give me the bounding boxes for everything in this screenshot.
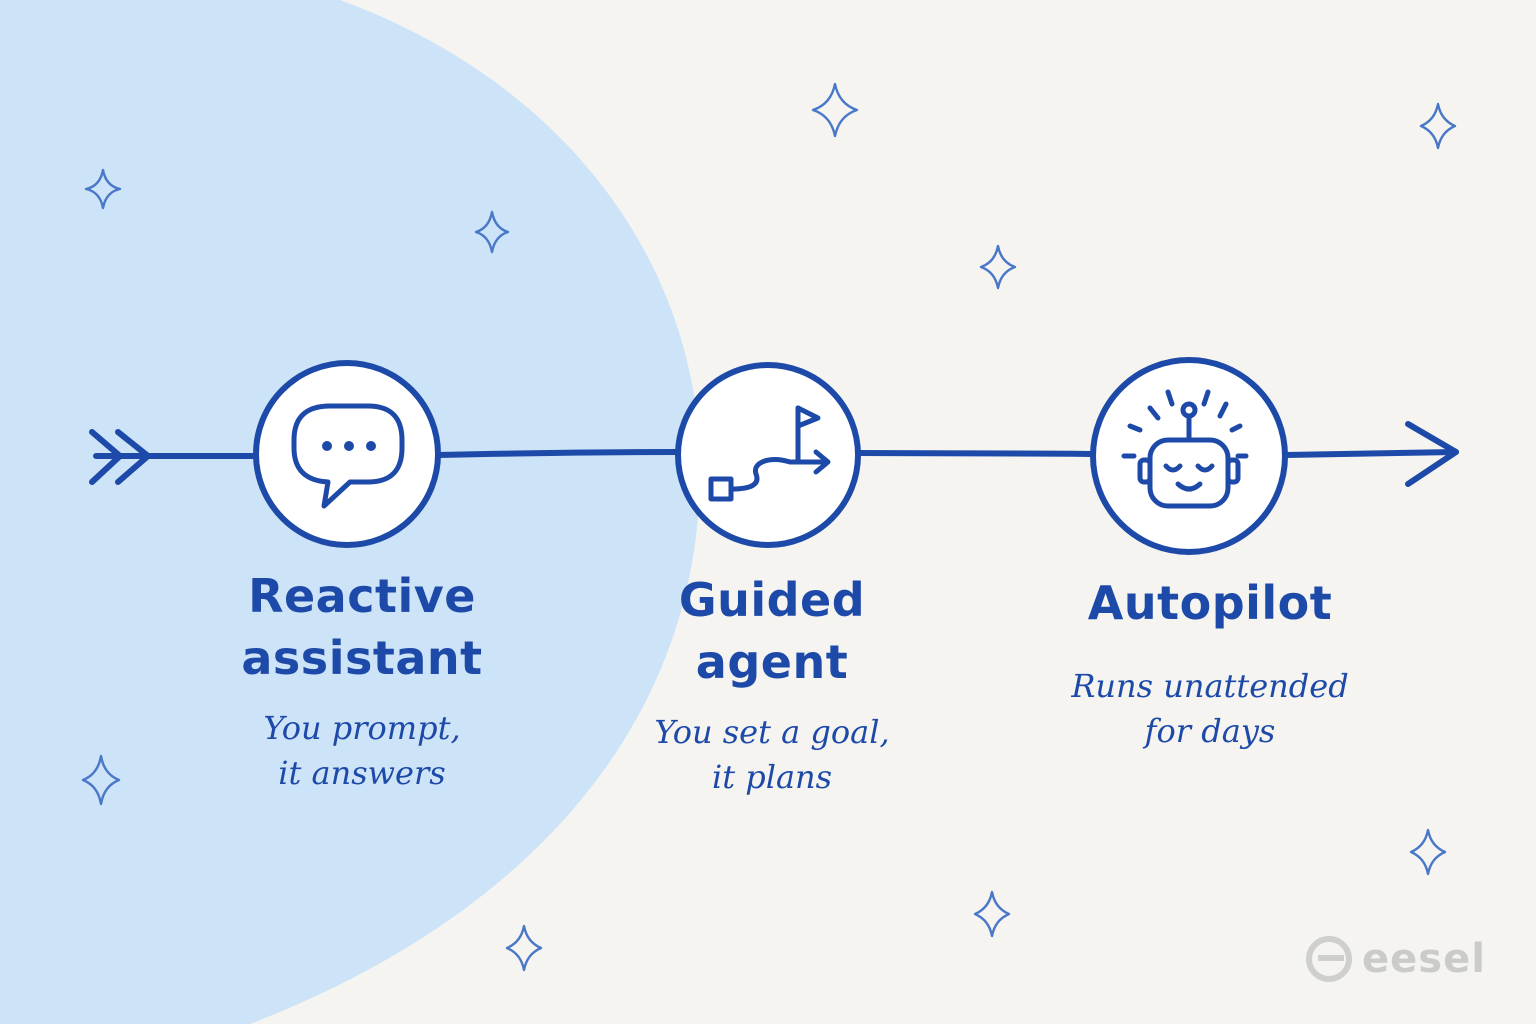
stage-title-line: Reactive	[248, 569, 476, 623]
sparkles	[81, 82, 1457, 972]
stage-node-reactive	[253, 360, 441, 548]
sparkle-icon	[1419, 102, 1457, 150]
sparkle-icon	[474, 210, 510, 254]
brand-logo: eesel	[1306, 936, 1486, 982]
sparkle-icon	[505, 924, 543, 972]
timeline	[89, 421, 1459, 487]
stage-desc-line: for days	[1144, 712, 1276, 750]
brand-logo-text: eesel	[1362, 936, 1486, 982]
ellipsis-dots-icon	[322, 441, 376, 451]
sparkle-icon	[84, 168, 122, 210]
stage-desc-line: it plans	[711, 758, 833, 796]
sparkle-icon	[811, 82, 859, 138]
stage-title-line: assistant	[241, 631, 483, 685]
stage-desc-guided: You set a goal, it plans	[592, 710, 952, 800]
radiance-lines	[1121, 389, 1249, 459]
stage-desc-line: it answers	[278, 754, 446, 792]
sparkle-icon	[1409, 828, 1447, 876]
stage-title-line: Guided	[678, 573, 866, 627]
stage-node-autopilot	[1090, 357, 1288, 555]
robot-icon	[1121, 389, 1249, 509]
stage-node-guided	[675, 362, 861, 548]
stage-desc-autopilot: Runs unattended for days	[1010, 664, 1410, 754]
stage-title-guided: Guided agent	[592, 569, 952, 693]
stage-desc-reactive: You prompt, it answers	[182, 706, 542, 796]
stage-desc-line: Runs unattended	[1071, 667, 1349, 705]
flag-path-icon	[708, 405, 831, 502]
stage-title-line: Autopilot	[1087, 576, 1333, 630]
eesel-logo-icon	[1306, 936, 1352, 982]
tail-feather-icon	[89, 429, 151, 485]
sparkle-icon	[81, 754, 121, 806]
timeline-line	[93, 449, 1459, 459]
sparkle-icon	[979, 244, 1017, 290]
stage-desc-line: You set a goal,	[654, 713, 890, 751]
stage-desc-line: You prompt,	[263, 709, 461, 747]
stage-title-line: agent	[695, 635, 849, 689]
sparkle-icon	[973, 890, 1011, 938]
chat-bubble-icon	[291, 403, 405, 509]
stage-title-reactive: Reactive assistant	[182, 565, 542, 689]
stage-title-autopilot: Autopilot	[1020, 572, 1400, 634]
arrowhead-icon	[1405, 421, 1459, 487]
